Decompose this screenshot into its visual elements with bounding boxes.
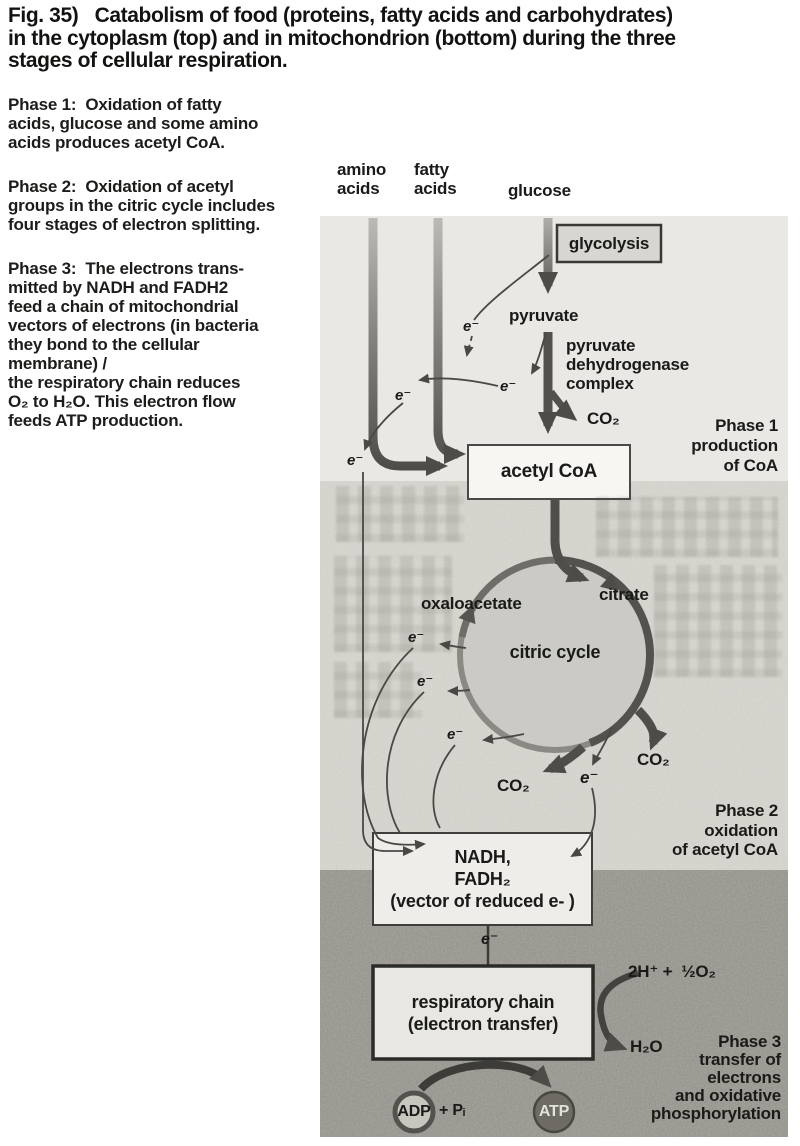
electron-curve-glycolysis xyxy=(473,254,550,321)
electron-label: e⁻ xyxy=(395,387,412,404)
adp-to-atp-arrow xyxy=(418,1060,552,1092)
glycolysis-box xyxy=(555,223,663,264)
phase3-stage-label: Phase 3 transfer of electrons and oxidat… xyxy=(650,1032,781,1123)
adp-label: ADP xyxy=(397,1103,431,1120)
co2-right-arrow xyxy=(634,706,668,751)
electron-label: e⁻ xyxy=(463,318,480,335)
figure-caption: Fig. 35) Catabolism of food (proteins, f… xyxy=(8,4,676,72)
citric-cycle-circle xyxy=(460,560,650,750)
co2-label-right: CO₂ xyxy=(637,750,670,769)
fatty-acids-arrow xyxy=(433,218,466,464)
reaction-in-label: 2H⁺ + ½O₂ xyxy=(628,962,716,981)
plus-pi-label: + Pᵢ xyxy=(439,1102,465,1119)
oxygen-to-water-arrow xyxy=(597,969,639,1052)
citrate-label: citrate xyxy=(599,585,649,604)
phase3-description: Phase 3: The electrons trans- mitted by … xyxy=(8,259,259,430)
acetyl-to-cycle-arrow xyxy=(550,499,590,583)
pyruvate-label: pyruvate xyxy=(509,306,579,325)
electron-label: e⁻ xyxy=(447,726,464,743)
respiratory-chain-box xyxy=(371,964,595,1061)
cycle-electron-right xyxy=(592,727,613,766)
amino-acids-arrow xyxy=(368,218,448,476)
cycle-electron-2 xyxy=(447,685,471,696)
cycle-electron-1 xyxy=(439,640,467,651)
electron-label: e⁻ xyxy=(347,452,364,469)
co2-left-arrow xyxy=(542,743,586,774)
cycle-electron-3 xyxy=(482,733,525,744)
glycolysis-label: glycolysis xyxy=(568,233,650,253)
phase2-stage-label: Phase 2 oxidation of acetyl CoA xyxy=(671,801,778,859)
electron-label: e⁻ xyxy=(417,673,434,690)
cytoplasm-band xyxy=(320,216,788,481)
phase1-description: Phase 1: Oxidation of fatty acids, gluco… xyxy=(8,95,259,152)
electron-trunk-line xyxy=(362,472,414,856)
citrate-arrowhead xyxy=(599,573,619,592)
atp-label: ATP xyxy=(538,1103,570,1120)
amino-acids-label: amino acids xyxy=(337,160,387,199)
acetyl-coa-box xyxy=(467,444,631,500)
phase2-description: Phase 2: Oxidation of acetyl groups in t… xyxy=(8,177,275,234)
electron-curve-down xyxy=(363,402,404,451)
co2-label-phase1: CO₂ xyxy=(587,409,620,428)
electron-label: e⁻ xyxy=(580,768,599,787)
electron-loop-c xyxy=(361,647,426,850)
co2-label-left: CO₂ xyxy=(497,776,530,795)
electron-loop-b xyxy=(432,744,456,829)
acetyl-coa-label: acetyl CoA xyxy=(500,461,598,483)
glucose-label: glucose xyxy=(508,181,571,200)
citric-cycle-label: citric cycle xyxy=(509,642,601,662)
electron-curve-pyruvate xyxy=(531,331,547,375)
nadh-fadh2-label: NADH, FADH₂ (vector of reduced e- ) xyxy=(390,847,575,911)
electron-label: e⁻ xyxy=(408,629,425,646)
oxaloacetate-label: oxaloacetate xyxy=(421,594,522,613)
pdh-complex-label: pyruvate dehydrogenase complex xyxy=(566,336,690,394)
electron-right-into-box xyxy=(570,787,596,858)
water-label: H₂O xyxy=(630,1037,663,1056)
fatty-acids-label: fatty acids xyxy=(414,160,457,199)
electron-curve-dashed xyxy=(463,335,474,357)
co2-branch-arrow xyxy=(548,389,578,422)
electron-loop-a xyxy=(386,691,425,837)
phase1-stage-label: Phase 1 production of CoA xyxy=(691,416,778,475)
oxaloacetate-arrowhead xyxy=(458,605,476,625)
respiratory-chain-label: respiratory chain (electron transfer) xyxy=(407,991,559,1034)
electron-label: e⁻ xyxy=(481,931,499,948)
electron-label: e⁻ xyxy=(500,378,517,395)
atp-circle xyxy=(532,1090,576,1134)
electron-line-left xyxy=(418,373,499,387)
adp-circle xyxy=(392,1090,436,1134)
